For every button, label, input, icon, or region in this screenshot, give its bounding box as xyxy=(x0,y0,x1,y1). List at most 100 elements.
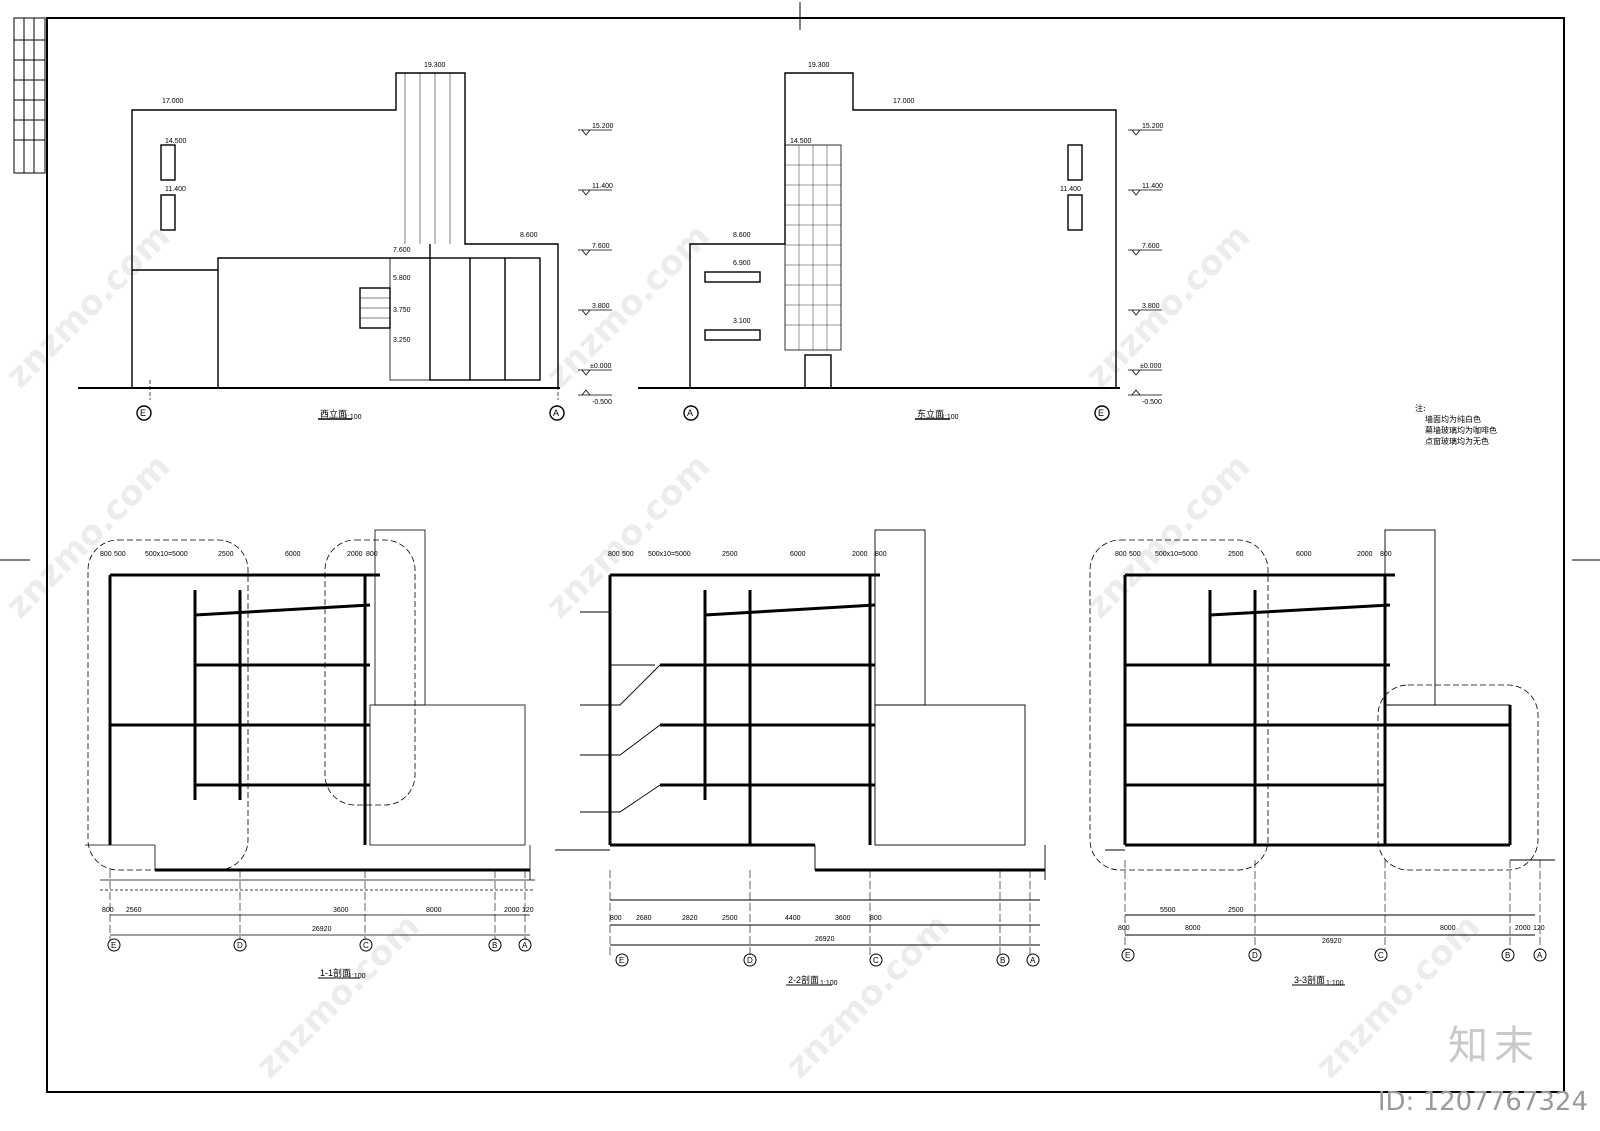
svg-text:17.000: 17.000 xyxy=(893,98,915,105)
section-2-2 xyxy=(555,529,1046,986)
svg-text:800: 800 xyxy=(100,551,112,558)
section-1-scale: 1:100 xyxy=(348,973,366,980)
svg-text:3.800: 3.800 xyxy=(592,303,610,310)
section-1-axes: E D C B A xyxy=(111,941,528,950)
svg-text:C: C xyxy=(1378,951,1384,960)
east-elevation xyxy=(638,72,1120,421)
section-2-top-dims: 800 500 500x10=5000 2500 6000 2000 800 xyxy=(608,551,887,558)
west-elevation xyxy=(78,72,565,421)
east-axis-right: E xyxy=(1098,408,1104,418)
svg-text:A: A xyxy=(1030,956,1036,965)
section-3-title: 3-3剖面 xyxy=(1294,974,1325,985)
svg-text:500x10=5000: 500x10=5000 xyxy=(648,551,691,558)
svg-text:14.500: 14.500 xyxy=(165,138,187,145)
level-markers-west: 15.200 11.400 7.600 3.800 ±0.000 -0.500 xyxy=(590,123,614,406)
svg-text:500: 500 xyxy=(622,551,634,558)
svg-text:2500: 2500 xyxy=(218,551,234,558)
svg-text:6.900: 6.900 xyxy=(733,260,751,267)
svg-text:7.600: 7.600 xyxy=(393,247,411,254)
svg-text:znzmo.com: znzmo.com xyxy=(0,216,178,396)
section-3-bottom-dims: 800 5500 2500 8000 8000 2000 120 26920 xyxy=(1118,907,1545,945)
section-2-title: 2-2剖面 xyxy=(788,974,819,985)
brand-id: ID: 1207767324 xyxy=(1377,1087,1588,1117)
svg-text:2500: 2500 xyxy=(722,551,738,558)
west-elevation-scale: 1:100 xyxy=(344,414,362,421)
svg-text:500x10=5000: 500x10=5000 xyxy=(1155,551,1198,558)
svg-text:znzmo.com: znzmo.com xyxy=(1078,446,1258,626)
svg-text:5.800: 5.800 xyxy=(393,275,411,282)
section-2-axes: E D C B A xyxy=(619,956,1036,965)
svg-text:znzmo.com: znzmo.com xyxy=(538,216,718,396)
svg-text:znzmo.com: znzmo.com xyxy=(248,906,428,1086)
svg-text:C: C xyxy=(873,956,879,965)
center-marks xyxy=(0,2,1600,561)
svg-text:A: A xyxy=(522,941,528,950)
svg-text:6000: 6000 xyxy=(1296,551,1312,558)
svg-text:B: B xyxy=(492,941,497,950)
svg-text:11.400: 11.400 xyxy=(592,183,613,190)
section-2-scale: 1:100 xyxy=(820,980,838,987)
east-elevation-title: 东立面 xyxy=(917,408,944,419)
svg-text:2680: 2680 xyxy=(636,915,652,922)
svg-text:6000: 6000 xyxy=(790,551,806,558)
svg-text:2560: 2560 xyxy=(126,907,142,914)
svg-text:800: 800 xyxy=(870,915,882,922)
west-axis-left: E xyxy=(140,408,146,418)
svg-text:2000: 2000 xyxy=(852,551,868,558)
svg-text:3600: 3600 xyxy=(333,907,349,914)
svg-text:D: D xyxy=(1252,951,1258,960)
svg-text:E: E xyxy=(111,941,116,950)
svg-text:2000: 2000 xyxy=(504,907,520,914)
svg-text:7.600: 7.600 xyxy=(592,243,610,250)
svg-text:800: 800 xyxy=(1115,551,1127,558)
svg-text:800: 800 xyxy=(875,551,887,558)
svg-text:7.600: 7.600 xyxy=(1142,243,1160,250)
svg-text:120: 120 xyxy=(1533,925,1545,932)
svg-text:3600: 3600 xyxy=(835,915,851,922)
svg-text:11.400: 11.400 xyxy=(165,186,186,193)
svg-text:3.250: 3.250 xyxy=(393,337,411,344)
svg-text:15.200: 15.200 xyxy=(592,123,614,130)
svg-text:znzmo.com: znzmo.com xyxy=(538,446,718,626)
svg-text:8.600: 8.600 xyxy=(733,232,751,239)
svg-text:±0.000: ±0.000 xyxy=(1140,363,1161,370)
svg-text:11.400: 11.400 xyxy=(1142,183,1163,190)
svg-text:3.750: 3.750 xyxy=(393,307,411,314)
svg-text:znzmo.com: znzmo.com xyxy=(0,446,178,626)
svg-text:800: 800 xyxy=(366,551,378,558)
west-elevation-title: 西立面 xyxy=(320,408,347,419)
svg-text:8000: 8000 xyxy=(426,907,442,914)
svg-text:2820: 2820 xyxy=(682,915,698,922)
svg-text:500: 500 xyxy=(1129,551,1141,558)
svg-text:800: 800 xyxy=(608,551,620,558)
svg-text:D: D xyxy=(747,956,753,965)
section-3-3 xyxy=(1089,529,1555,986)
svg-text:26920: 26920 xyxy=(1322,938,1342,945)
svg-text:2500: 2500 xyxy=(722,915,738,922)
svg-text:A: A xyxy=(1537,951,1543,960)
svg-text:2000: 2000 xyxy=(1515,925,1531,932)
svg-text:26920: 26920 xyxy=(815,936,835,943)
svg-text:2500: 2500 xyxy=(1228,551,1244,558)
svg-text:14.500: 14.500 xyxy=(790,138,812,145)
general-note: 注: 墙面均为纯白色 幕墙玻璃均为咖啡色 点窗玻璃均为无色 xyxy=(1415,403,1497,447)
svg-text:-0.500: -0.500 xyxy=(1142,399,1162,406)
svg-text:B: B xyxy=(1000,956,1005,965)
note-title: 注: xyxy=(1415,404,1426,413)
svg-text:B: B xyxy=(1505,951,1510,960)
svg-text:3.800: 3.800 xyxy=(1142,303,1160,310)
svg-text:znzmo.com: znzmo.com xyxy=(1078,216,1258,396)
svg-text:6000: 6000 xyxy=(285,551,301,558)
brand-logo: 知末 xyxy=(1448,1023,1540,1069)
note-line-2: 幕墙玻璃均为咖啡色 xyxy=(1425,426,1497,435)
section-1-bottom-dims: 800 2560 3600 8000 2000 120 26920 xyxy=(102,907,534,933)
svg-text:26920: 26920 xyxy=(312,926,332,933)
svg-text:120: 120 xyxy=(522,907,534,914)
east-levels: 19.300 17.000 14.500 11.400 8.600 6.900 … xyxy=(733,62,1081,325)
svg-text:800: 800 xyxy=(1118,925,1130,932)
svg-text:E: E xyxy=(619,956,624,965)
watermark-layer: znzmo.com znzmo.com znzmo.com znzmo.com … xyxy=(0,216,1488,1086)
svg-text:17.000: 17.000 xyxy=(162,98,184,105)
svg-text:19.300: 19.300 xyxy=(424,62,446,69)
